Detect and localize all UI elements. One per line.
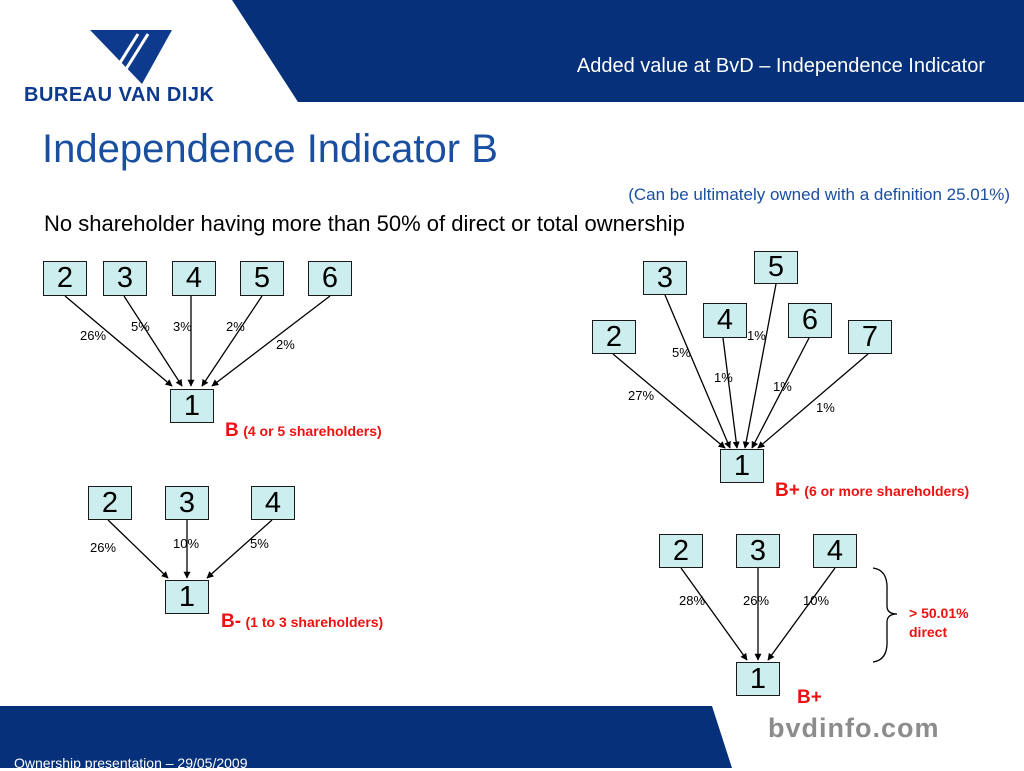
category-b-code: B [225,420,239,441]
pct-b-2b: 2% [276,337,295,352]
node-bminus-shareholder-2: 2 [88,486,132,520]
company-logo-text: BUREAU VAN DIJK [24,84,215,106]
arrows-b-plus [612,283,869,449]
category-bplus-note: (6 or more shareholders) [804,483,970,499]
page-subtitle: (Can be ultimately owned with a definiti… [628,185,1010,204]
category-bplus-code: B+ [775,480,800,501]
pct-b-26: 26% [80,328,107,343]
pct-bplus-27: 27% [628,388,655,403]
arrows-b [64,295,331,387]
node-b-target: 1 [170,389,214,423]
node-b-shareholder-4: 4 [172,261,216,296]
pct-bplusdirect-26: 26% [743,593,770,608]
node-bplus-shareholder-6: 6 [788,303,832,338]
pct-b-2a: 2% [226,319,245,334]
page-description: No shareholder having more than 50% of d… [44,211,685,236]
node-b-shareholder-3: 3 [103,261,147,296]
bvd-logo-icon [90,30,172,84]
node-bplus-shareholder-3: 3 [643,261,687,295]
category-bplusdirect-code: B+ [797,687,822,708]
pct-b-3: 3% [173,319,192,334]
pct-bminus-10: 10% [173,536,200,551]
direct-label-line2: direct [909,624,948,640]
pct-bminus-26: 26% [90,540,117,555]
node-b-shareholder-6: 6 [308,261,352,296]
header-band [232,0,1024,102]
direct-label-line1: > 50.01% [909,605,969,621]
arrows-b-minus [107,519,273,579]
node-bminus-shareholder-3: 3 [165,486,209,520]
pct-bplus-1a: 1% [714,370,733,385]
node-b-shareholder-5: 5 [240,261,284,296]
node-bplusdirect-shareholder-4: 4 [813,534,857,568]
category-b-note: (4 or 5 shareholders) [243,423,382,439]
arrows-b-plus-direct [680,567,836,661]
pct-bplus-5: 5% [672,345,691,360]
node-bplusdirect-shareholder-2: 2 [659,534,703,568]
pct-bminus-5: 5% [250,536,269,551]
pct-bplus-1c: 1% [773,379,792,394]
page-title: Independence Indicator B [42,127,498,171]
node-bplus-shareholder-4: 4 [703,303,747,338]
node-bplus-target: 1 [720,449,764,483]
node-b-shareholder-2: 2 [43,261,87,296]
pct-bplusdirect-10: 10% [803,593,830,608]
node-bplus-shareholder-5: 5 [754,251,798,284]
node-bminus-target: 1 [165,580,209,614]
node-bplus-shareholder-2: 2 [592,320,636,354]
footer-band [0,706,732,768]
node-bplusdirect-shareholder-3: 3 [736,534,780,568]
category-bminus-code: B- [221,611,242,632]
node-bminus-shareholder-4: 4 [251,486,295,520]
pct-bplus-1b: 1% [747,328,766,343]
pct-b-5: 5% [131,319,150,334]
category-label-bminus: B- (1 to 3 shareholders) [221,611,383,633]
node-bplus-shareholder-7: 7 [848,320,892,354]
category-label-b: B (4 or 5 shareholders) [225,420,382,442]
category-label-bplus: B+ (6 or more shareholders) [775,480,969,502]
direct-ownership-label: > 50.01% direct [909,604,969,642]
footer-website: bvdinfo.com [768,713,940,743]
footer-text: Ownership presentation – 29/05/2009 [14,755,248,771]
category-bminus-note: (1 to 3 shareholders) [245,614,384,630]
node-bplusdirect-target: 1 [736,662,780,696]
header-title: Added value at BvD – Independence Indica… [576,55,985,77]
pct-bplus-1d: 1% [816,400,835,415]
curly-brace [872,567,898,663]
pct-bplusdirect-28: 28% [679,593,706,608]
category-label-bplusdirect: B+ [797,687,822,709]
